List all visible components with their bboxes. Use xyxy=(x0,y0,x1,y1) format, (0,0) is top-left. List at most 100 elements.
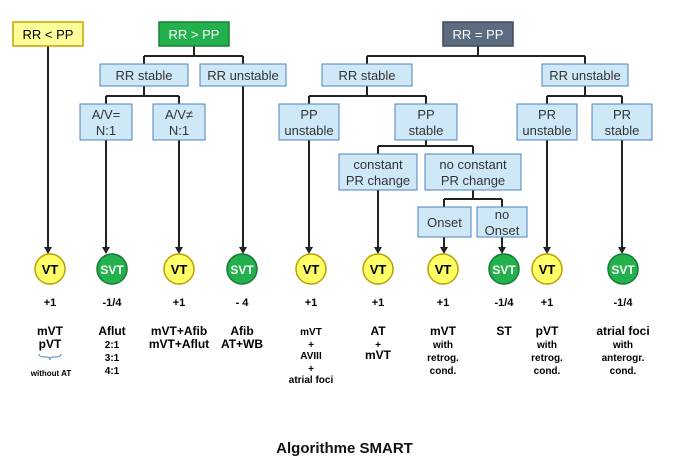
outcome-diagnosis: mVT xyxy=(300,327,322,338)
outcome-score: +1 xyxy=(541,297,554,309)
decision-box-label: Onset xyxy=(427,215,462,230)
outcome-diagnosis: pVT xyxy=(39,337,62,351)
decision-box-const-pr xyxy=(338,153,418,191)
decision-box-label: no xyxy=(495,207,509,222)
brace-icon xyxy=(38,353,62,361)
outcome-diagnosis: 2:1 xyxy=(105,340,120,351)
decision-box-no-onset xyxy=(476,206,528,238)
condition-node-rr-lt-pp xyxy=(12,21,84,47)
decision-box-label: constant xyxy=(353,157,403,172)
svt-outcome-circle xyxy=(488,253,520,285)
decision-box-label: RR unstable xyxy=(549,68,621,83)
decision-box-label: PR xyxy=(613,107,631,122)
svt-outcome-circle xyxy=(607,253,639,285)
vt-outcome-circle xyxy=(34,253,66,285)
decision-box-pp-unstable xyxy=(278,103,340,141)
outcome-diagnosis: cond. xyxy=(610,366,637,377)
outcome-label: VT xyxy=(42,262,59,277)
outcome-diagnosis: mVT xyxy=(430,324,457,338)
outcome-diagnosis: AT+WB xyxy=(221,337,263,351)
decision-box-av-neq xyxy=(152,103,206,141)
connector-arrowhead xyxy=(440,247,448,254)
vt-outcome-circle xyxy=(163,253,195,285)
connector-lines xyxy=(44,46,626,254)
decision-box-pr-unstable xyxy=(516,103,578,141)
outcome-label: SVT xyxy=(100,263,124,277)
outcome-label: SVT xyxy=(611,263,635,277)
decision-box-label: RR stable xyxy=(338,68,395,83)
vt-outcome-circle xyxy=(362,253,394,285)
decision-box-gt-rr-unstable xyxy=(199,63,287,87)
outcome-label: VT xyxy=(435,262,452,277)
outcome-diagnosis: atrial foci xyxy=(596,324,649,338)
outcome-diagnosis: retrog. xyxy=(427,353,459,364)
outcome-diagnosis: anterogr. xyxy=(602,353,645,364)
decision-box-label: Onset xyxy=(485,223,520,238)
outcome-diagnosis: retrog. xyxy=(531,353,563,364)
condition-node-label: RR < PP xyxy=(23,27,74,42)
svt-outcome-circle xyxy=(226,253,258,285)
connector-arrowhead xyxy=(543,247,551,254)
connector-arrowhead xyxy=(498,247,506,254)
decision-box-label: PR change xyxy=(346,173,410,188)
decision-box-label: PR change xyxy=(441,173,505,188)
decision-box-label: N:1 xyxy=(96,123,116,138)
outcome-diagnosis: + xyxy=(308,364,314,375)
outcome-diagnosis: mVT xyxy=(37,324,64,338)
outcome-label: SVT xyxy=(492,263,516,277)
outcome-diagnosis: mVT xyxy=(365,348,392,362)
decision-box-label: PR xyxy=(538,107,556,122)
connector-arrowhead xyxy=(175,247,183,254)
outcome-diagnosis: Aflut xyxy=(98,324,125,338)
vt-outcome-circle xyxy=(531,253,563,285)
outcome-note: without AT xyxy=(30,369,72,378)
connector-arrowhead xyxy=(102,247,110,254)
outcome-score: +1 xyxy=(305,297,318,309)
outcome-score: +1 xyxy=(44,297,57,309)
decision-box-eq-rr-unstable xyxy=(541,63,629,87)
vt-outcome-circle xyxy=(295,253,327,285)
outcome-diagnosis: AVIII xyxy=(300,351,322,362)
svt-outcome-circle xyxy=(96,253,128,285)
outcome-diagnosis: + xyxy=(375,340,381,351)
outcome-diagnosis: + xyxy=(308,340,314,351)
outcome-diagnosis: AT xyxy=(370,324,386,338)
outcome-diagnosis: Afib xyxy=(230,324,253,338)
decision-box-gt-rr-stable xyxy=(99,63,189,87)
decision-box-label: PP xyxy=(417,107,434,122)
connector-arrowhead xyxy=(374,247,382,254)
outcome-diagnosis: 3:1 xyxy=(105,353,120,364)
decision-box-pr-stable xyxy=(591,103,653,141)
connector-arrowhead xyxy=(618,247,626,254)
outcome-diagnosis: with xyxy=(432,340,453,351)
outcome-score: -1/4 xyxy=(103,297,123,309)
decision-box-label: no constant xyxy=(439,157,507,172)
outcome-diagnosis: cond. xyxy=(534,366,561,377)
outcome-score: +1 xyxy=(437,297,450,309)
decision-box-label: A/V= xyxy=(92,107,121,122)
decision-box-label: PP xyxy=(300,107,317,122)
decision-box-label: RR stable xyxy=(115,68,172,83)
outcome-diagnosis: atrial foci xyxy=(289,375,334,386)
decision-box-av-eq xyxy=(79,103,133,141)
decision-box-label: A/V≠ xyxy=(165,107,193,122)
outcome-label: VT xyxy=(370,262,387,277)
diagram-caption: Algorithme SMART xyxy=(276,440,413,457)
decision-box-label: unstable xyxy=(284,123,333,138)
outcome-diagnosis: 4:1 xyxy=(105,366,120,377)
decision-box-label: stable xyxy=(409,123,444,138)
vt-outcome-circle xyxy=(427,253,459,285)
decision-box-label: stable xyxy=(605,123,640,138)
decision-box-pp-stable xyxy=(394,103,458,141)
outcome-score: +1 xyxy=(173,297,186,309)
decision-box-eq-rr-stable xyxy=(321,63,413,87)
outcome-label: VT xyxy=(539,262,556,277)
outcome-diagnosis: ST xyxy=(496,324,512,338)
decision-box-label: unstable xyxy=(522,123,571,138)
condition-node-rr-eq-pp xyxy=(442,21,514,47)
connector-arrowhead xyxy=(305,247,313,254)
